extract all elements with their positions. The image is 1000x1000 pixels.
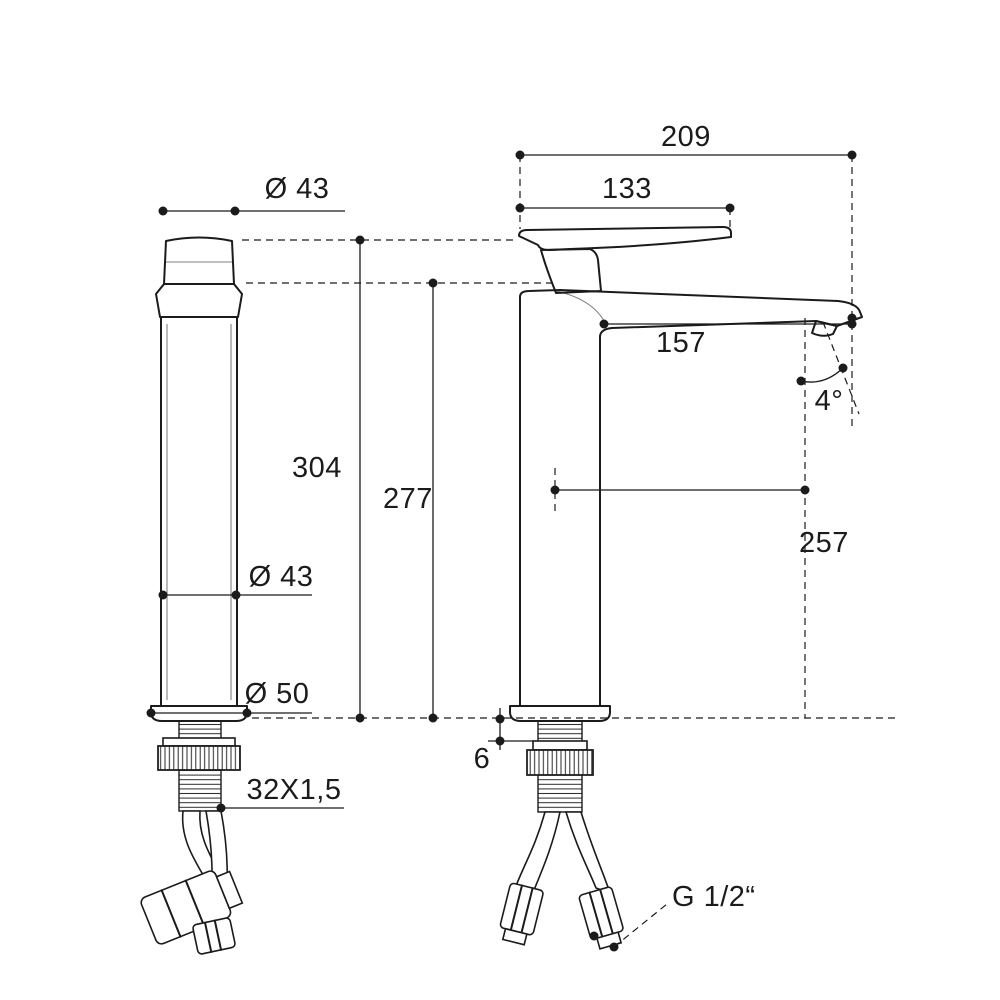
front-hex-fitting-small (192, 917, 236, 955)
side-washer (532, 740, 588, 751)
dim-label-handle-length: 133 (602, 173, 652, 205)
dimension-labels: Ø 43 304 277 Ø 43 Ø 50 32X1,5 209 133 15… (245, 121, 849, 913)
angle-arc-4deg (800, 367, 844, 383)
dim-label-front-top-diameter: Ø 43 (265, 173, 330, 205)
side-spout-contour (555, 290, 608, 328)
front-handle-cap (163, 236, 235, 285)
dim-label-outlet-height: 257 (799, 527, 849, 559)
dim-label-spout-angle: 4° (815, 385, 844, 417)
dim-label-height-to-top: 277 (383, 483, 433, 515)
dim-label-hose-thread: G 1/2“ (672, 881, 756, 913)
dim-label-spout-reach: 157 (656, 327, 706, 359)
dim-label-overall-height: 304 (292, 452, 342, 484)
side-hex-fitting-right (578, 886, 624, 950)
front-view-faucet (140, 236, 248, 955)
side-hose-right (564, 811, 612, 895)
dim-label-base-thickness: 6 (474, 743, 491, 775)
side-base-flange (509, 705, 611, 722)
side-hose-left (514, 811, 561, 891)
side-aerator-outlet (811, 320, 838, 337)
dim-label-body-diameter: Ø 43 (249, 561, 314, 593)
side-handle-neck (540, 248, 602, 294)
side-lever (518, 226, 732, 251)
front-body (160, 316, 238, 707)
front-lock-nut (157, 745, 241, 771)
front-hex-fitting-large (140, 870, 244, 945)
dim-label-base-diameter: Ø 50 (245, 678, 310, 710)
dim-label-mount-thread: 32X1,5 (247, 774, 342, 806)
side-hex-fitting-left (499, 882, 544, 946)
side-view-faucet (499, 226, 863, 950)
dim-label-overall-depth: 209 (661, 121, 711, 153)
extension-lines (242, 155, 898, 948)
front-handle-knob (155, 283, 243, 318)
front-washer (162, 737, 236, 747)
side-lock-nut (526, 749, 594, 776)
dimension-endpoints (146, 150, 857, 952)
dimension-lines (151, 154, 852, 809)
side-body-spout (519, 289, 863, 707)
